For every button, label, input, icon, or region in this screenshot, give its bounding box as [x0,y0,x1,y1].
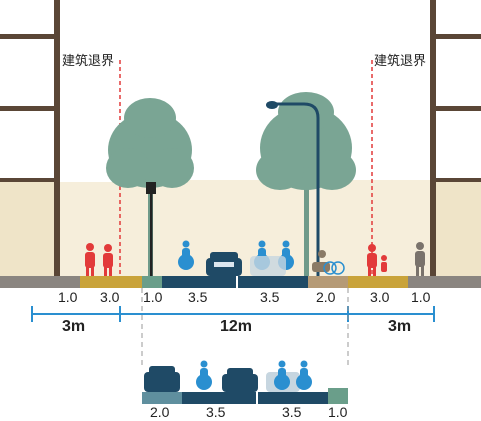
pedestrian-icon [367,242,425,276]
bicycle-icon [178,240,194,270]
span-label-center: 12m [220,318,253,335]
width-label: 3.5 [260,289,280,305]
car-icon [144,366,180,392]
lamp-left-icon [146,182,156,276]
bicycle-icon [196,360,212,390]
width-label: 2.0 [316,289,336,305]
width-label: 1.0 [58,289,78,305]
left-building [0,0,120,276]
width-label: 3.0 [100,289,120,305]
pedestrian-icon [85,243,113,276]
span-label-left: 3m [62,318,86,335]
width-label: 1.0 [411,289,431,305]
ground-strip-top [0,276,481,288]
ground-strip-bottom [142,388,348,404]
tree-right [256,92,356,276]
car-icon [222,368,258,392]
car-icon [206,252,242,276]
width-label: 3.5 [282,404,302,420]
bench-person-icon [312,250,345,275]
width-label: 1.0 [328,404,348,420]
width-label: 3.0 [370,289,390,305]
width-label: 3.5 [206,404,226,420]
setback-label-left: 建筑退界 [62,54,115,69]
span-label-right: 3m [388,318,412,335]
width-label: 1.0 [143,289,163,305]
width-label: 2.0 [150,404,170,420]
car-faded-icon [250,256,286,276]
setback-label-right: 建筑退界 [374,54,427,69]
lamp-right-icon [266,101,320,276]
width-label: 3.5 [188,289,208,305]
right-building [430,0,481,276]
bicycle-icon [274,360,312,390]
